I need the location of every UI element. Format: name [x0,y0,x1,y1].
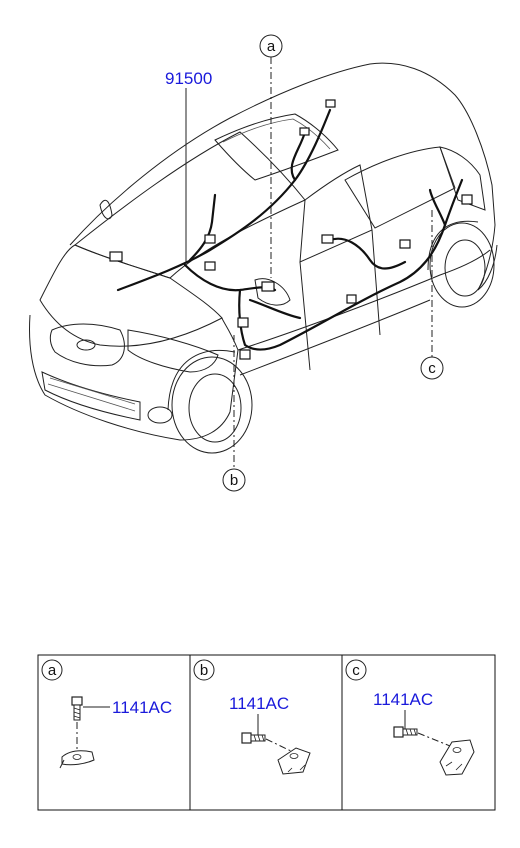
callout-c: c [420,210,444,380]
callout-b-letter: b [230,472,238,489]
callout-b: b [222,335,246,492]
callout-c-letter: c [428,360,436,377]
panel-c-letter: c [352,662,360,679]
detail-panel-a: a 1141AC [41,659,172,769]
detail-panel-b: b 1141AC [193,659,311,775]
bolt-icon [393,726,418,738]
bracket-icon [439,739,475,776]
panel-a-letter: a [48,662,57,679]
bracket-icon [277,747,311,775]
bolt-icon [71,696,110,721]
panel-c-part-number: 1141AC [373,690,433,709]
bolt-icon [241,732,266,744]
wiring-harness [109,99,473,360]
panel-b-part-number: 1141AC [229,694,289,713]
callout-a-letter: a [267,38,276,55]
main-part-label: 91500 [165,69,212,88]
detail-panel-c: c 1141AC [345,659,475,776]
callout-a: a [259,34,283,278]
panel-a-part-number: 1141AC [112,698,172,717]
detail-panel [37,654,496,811]
panel-b-letter: b [200,662,208,679]
bracket-icon [59,750,95,769]
car-body-outline [29,62,498,454]
